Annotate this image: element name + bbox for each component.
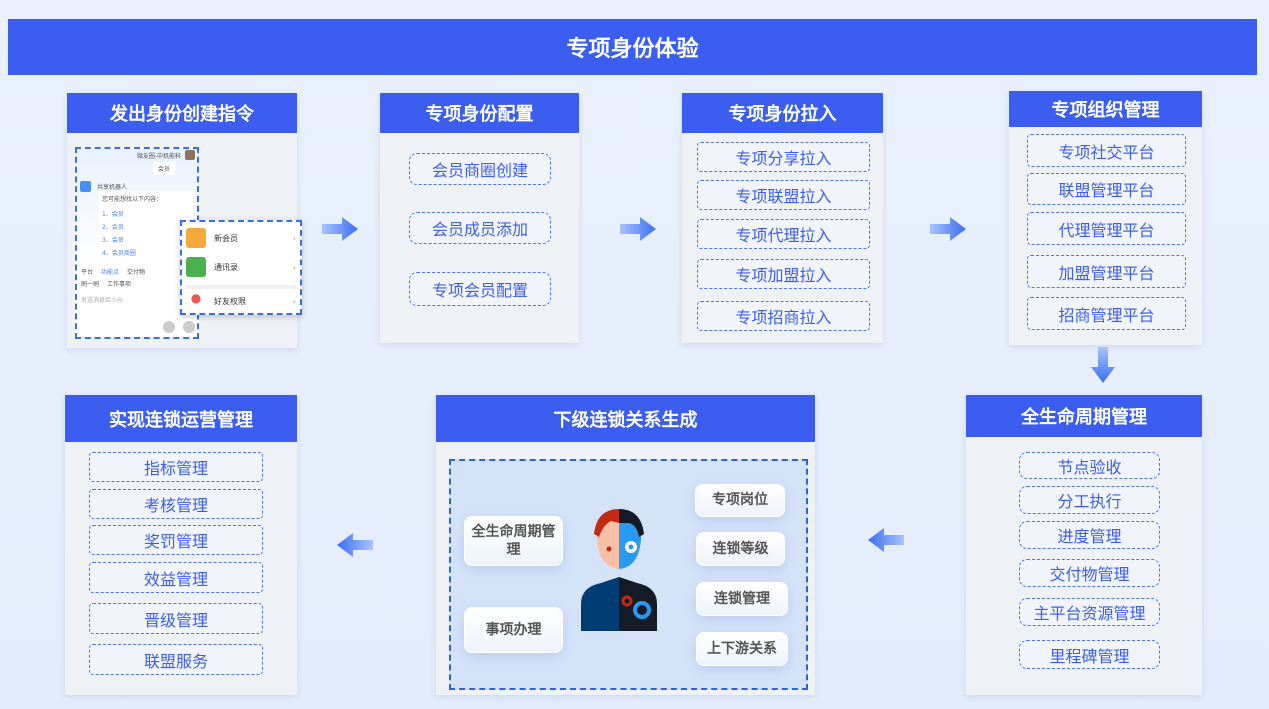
person-gear-illustration xyxy=(581,509,657,631)
toolbar-item[interactable]: 工作事项 xyxy=(107,281,132,288)
list-item[interactable]: 专项加盟拉入 xyxy=(697,259,870,289)
card-create-command: 发出身份创建指令 微友圈-中机能科 会员 共享机器人 您可能想找以下内容： 1、… xyxy=(67,93,302,348)
card-title: 专项身份拉入 xyxy=(682,93,883,133)
chevron-right-icon: › xyxy=(292,262,296,272)
list-item[interactable]: 交付物管理 xyxy=(1019,559,1160,587)
diamond-icon xyxy=(186,228,206,248)
card-chain-operation: 实现连锁运营管理 指标管理 考核管理 奖罚管理 效益管理 晋级管理 联盟服务 xyxy=(65,395,297,695)
page-title: 专项身份体验 xyxy=(566,37,699,62)
list-item[interactable]: 晋级管理 xyxy=(89,603,263,634)
menu-label: 好友权限 xyxy=(214,296,246,306)
arrow-right-icon xyxy=(620,217,656,241)
send-icon[interactable] xyxy=(183,321,195,333)
menu-item-friend-permission[interactable]: ● 好友权限 › xyxy=(186,285,296,313)
arrow-right-icon xyxy=(930,217,966,241)
popup-menu: 新会员 › 通讯录 › ● 好友权限 › xyxy=(180,220,302,315)
toolbar-item[interactable]: 平台 xyxy=(81,269,94,276)
list-item[interactable]: 专项分享拉入 xyxy=(697,142,870,172)
list-item[interactable]: 奖罚管理 xyxy=(89,525,263,555)
list-item[interactable]: 专项招商拉入 xyxy=(697,301,870,331)
arrow-left-icon xyxy=(868,528,904,552)
user-permission-icon: ● xyxy=(190,291,202,305)
list-item[interactable]: 效益管理 xyxy=(89,562,263,593)
list-item[interactable]: 进度管理 xyxy=(1019,521,1160,549)
list-item[interactable]: 专项会员配置 xyxy=(409,272,551,306)
list-item[interactable]: 专项联盟拉入 xyxy=(697,180,870,210)
tag-up-downstream: 上下游关系 xyxy=(696,632,788,666)
card-title: 专项组织管理 xyxy=(1009,91,1202,127)
chevron-right-icon: › xyxy=(292,296,296,306)
list-item[interactable]: 考核管理 xyxy=(89,489,263,519)
list-item[interactable]: 联盟管理平台 xyxy=(1027,173,1186,205)
option[interactable]: 2、会员 xyxy=(102,224,124,231)
card-title: 实现连锁运营管理 xyxy=(65,395,297,442)
relation-panel: 全生命周期管理 事项办理 专项岗位 连锁等级 连锁管理 上下游关系 xyxy=(449,459,808,690)
card-relation-generation: 下级连锁关系生成 全生命周期管理 事项办理 专项岗位 连锁等级 连锁管理 上下游… xyxy=(436,395,815,695)
user-message: 会员 xyxy=(153,162,176,175)
bot-icon xyxy=(80,181,91,192)
page-title-banner: 专项身份体验 xyxy=(8,19,1257,75)
toolbar-item[interactable]: 功能点 xyxy=(101,269,120,276)
chat-mockup: 微友圈-中机能科 会员 共享机器人 您可能想找以下内容： 1、会员 2、会员 3… xyxy=(75,147,199,339)
list-item[interactable]: 专项社交平台 xyxy=(1027,134,1186,167)
card-lifecycle-management: 全生命周期管理 节点验收 分工执行 进度管理 交付物管理 主平台资源管理 里程碑… xyxy=(966,395,1202,695)
list-item[interactable]: 联盟服务 xyxy=(89,644,263,675)
arrow-right-icon xyxy=(322,217,358,241)
list-item[interactable]: 加盟管理平台 xyxy=(1027,255,1186,288)
list-item[interactable]: 代理管理平台 xyxy=(1027,212,1186,245)
card-title: 全生命周期管理 xyxy=(966,395,1202,437)
list-item[interactable]: 里程碑管理 xyxy=(1019,640,1160,669)
chevron-right-icon: › xyxy=(292,233,296,243)
bot-name: 共享机器人 xyxy=(97,184,128,191)
list-item[interactable]: 专项代理拉入 xyxy=(697,219,870,249)
chat-user-name: 微友圈-中机能科 xyxy=(136,153,181,160)
list-item[interactable]: 招商管理平台 xyxy=(1027,297,1186,330)
list-item[interactable]: 主平台资源管理 xyxy=(1019,598,1160,626)
option[interactable]: 3、会员 xyxy=(102,237,124,244)
tag-affairs: 事项办理 xyxy=(464,607,563,653)
list-item[interactable]: 会员成员添加 xyxy=(409,212,551,244)
mic-icon[interactable] xyxy=(163,321,175,333)
card-title: 发出身份创建指令 xyxy=(67,93,297,133)
bot-prompt: 您可能想找以下内容： xyxy=(102,196,163,203)
card-title: 专项身份配置 xyxy=(380,93,579,133)
card-title: 下级连锁关系生成 xyxy=(436,395,815,442)
list-item[interactable]: 节点验收 xyxy=(1019,452,1160,479)
arrow-down-icon xyxy=(1091,347,1115,383)
menu-item-contacts[interactable]: 通讯录 › xyxy=(186,253,296,281)
menu-item-new-member[interactable]: 新会员 › xyxy=(186,224,296,252)
card-identity-pull: 专项身份拉入 专项分享拉入 专项联盟拉入 专项代理拉入 专项加盟拉入 专项招商拉… xyxy=(682,93,883,343)
menu-label: 新会员 xyxy=(214,233,238,243)
list-item[interactable]: 分工执行 xyxy=(1019,486,1160,514)
toolbar-item[interactable]: 刷一刷 xyxy=(81,281,100,288)
tag-post: 专项岗位 xyxy=(695,484,785,517)
option[interactable]: 4、会员商圈 xyxy=(102,250,136,257)
chat-input[interactable]: 发送消息给小元 xyxy=(81,297,124,304)
tag-lifecycle: 全生命周期管理 xyxy=(464,516,563,566)
list-item[interactable]: 会员商圈创建 xyxy=(409,153,551,185)
avatar xyxy=(185,150,195,160)
menu-label: 通讯录 xyxy=(214,262,238,272)
card-org-management: 专项组织管理 专项社交平台 联盟管理平台 代理管理平台 加盟管理平台 招商管理平… xyxy=(1009,91,1202,345)
card-identity-config: 专项身份配置 会员商圈创建 会员成员添加 专项会员配置 xyxy=(380,93,579,343)
tag-chain-mgmt: 连锁管理 xyxy=(696,582,788,616)
option[interactable]: 1、会员 xyxy=(102,211,124,218)
list-item[interactable]: 指标管理 xyxy=(89,452,263,482)
arrow-left-icon xyxy=(337,533,373,557)
contacts-icon xyxy=(186,257,206,277)
tag-level: 连锁等级 xyxy=(696,532,785,566)
toolbar-item[interactable]: 交付物 xyxy=(127,269,146,276)
